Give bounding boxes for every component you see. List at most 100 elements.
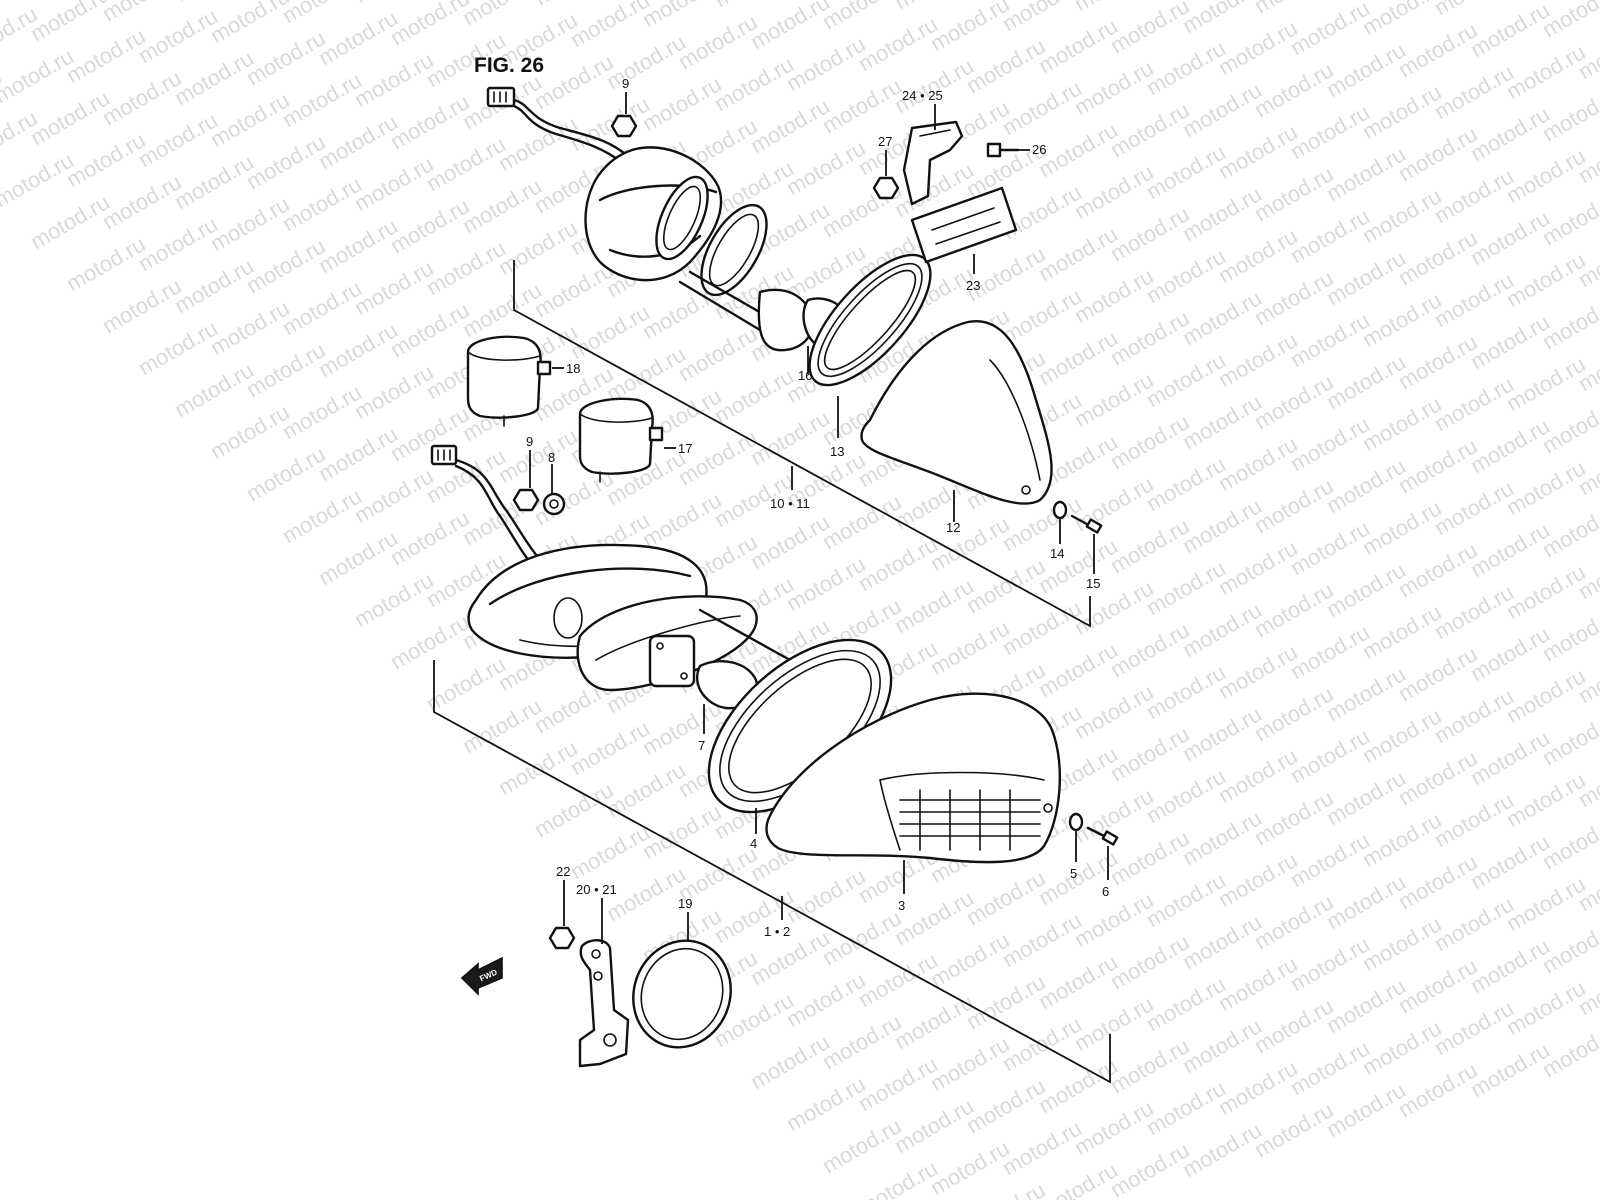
wire-connector-lower <box>430 444 548 574</box>
figure-title: FIG. 26 <box>474 54 544 77</box>
watermark-text: motod.ru <box>1142 555 1230 620</box>
watermark-text: motod.ru <box>1394 225 1482 290</box>
watermark-text: motod.ru <box>1430 59 1518 124</box>
callout-6: 6 <box>1102 884 1109 899</box>
watermark-text: motod.ru <box>386 505 474 570</box>
screw-6 <box>1086 826 1119 846</box>
watermark-text: motod.ru <box>62 231 150 296</box>
watermark-text: motod.ru <box>1394 17 1482 82</box>
watermark-text: motod.ru <box>1142 139 1230 204</box>
watermark-text: motod.ru <box>1322 245 1410 310</box>
watermark-text: motod.ru <box>782 135 870 200</box>
watermark-text: motod.ru <box>1106 97 1194 162</box>
watermark-text: motod.ru <box>530 465 618 530</box>
reflector-19 <box>632 939 732 1049</box>
callout-labels: 9 24 • 25 27 26 23 18 17 9 8 16 13 10 • … <box>526 76 1109 939</box>
watermark-text: motod.ru <box>1466 101 1554 166</box>
watermark-text: motod.ru <box>458 173 546 238</box>
nut-9-lower <box>512 488 540 512</box>
watermark-text: motod.ru <box>1394 953 1482 1018</box>
bracket-24-25 <box>902 120 964 206</box>
watermark-text: motod.ru <box>1466 933 1554 998</box>
watermark-text: motod.ru <box>350 359 438 424</box>
lens-3-texture <box>899 789 1041 851</box>
watermark-text: motod.ru <box>314 421 402 486</box>
bracket-20-21 <box>578 939 630 1068</box>
watermark-text: motod.ru <box>1106 0 1194 58</box>
watermark-text: motod.ru <box>818 489 906 554</box>
reflector-assembly <box>548 926 732 1068</box>
watermark-text: motod.ru <box>926 927 1014 992</box>
watermark-text: motod.ru <box>1070 471 1158 536</box>
watermark-text: motod.ru <box>242 337 330 402</box>
watermark-text: motod.ru <box>782 31 870 96</box>
watermark-text: motod.ru <box>638 0 726 32</box>
washer-5 <box>1068 812 1084 832</box>
watermark-text: motod.ru <box>890 989 978 1054</box>
watermark-text: motod.ru <box>1214 639 1302 704</box>
watermark-text: motod.ru <box>1430 0 1518 20</box>
watermark-text: motod.ru <box>530 777 618 842</box>
watermark-text: motod.ru <box>1466 1037 1554 1102</box>
watermark-text: motod.ru <box>1286 203 1374 268</box>
watermark-text: motod.ru <box>1394 121 1482 186</box>
watermark-text: motod.ru <box>386 401 474 466</box>
fwd-direction-badge: FWD <box>460 956 503 996</box>
watermark-text: motod.ru <box>98 273 186 338</box>
watermark-text: motod.ru <box>26 85 114 150</box>
watermark-text: motod.ru <box>1322 1077 1410 1142</box>
callout-20-21: 20 • 21 <box>576 882 617 897</box>
watermark-text: motod.ru <box>26 189 114 254</box>
watermark-text: motod.ru <box>1250 889 1338 954</box>
watermark-text: motod.ru <box>386 609 474 674</box>
watermark-text: motod.ru <box>170 45 258 110</box>
watermark-text: motod.ru <box>566 299 654 364</box>
watermark-text: motod.ru <box>1394 745 1482 810</box>
watermark-text: motod.ru <box>422 235 510 300</box>
watermark-text: motod.ru <box>1322 765 1410 830</box>
watermark-text: motod.ru <box>566 715 654 780</box>
watermark-text: motod.ru <box>494 735 582 800</box>
watermark-text: motod.ru <box>602 757 690 822</box>
watermark-text: motod.ru <box>1070 887 1158 952</box>
watermark-text: motod.ru <box>0 43 78 108</box>
watermark-text: motod.ru <box>278 379 366 444</box>
watermark-text: motod.ru <box>1430 371 1518 436</box>
watermark-text: motod.ru <box>1178 77 1266 142</box>
watermark-text: motod.ru <box>1466 725 1554 790</box>
watermark-text: motod.ru <box>1142 1075 1230 1140</box>
callout-19: 19 <box>678 896 692 911</box>
watermark-text: motod.ru <box>1358 807 1446 872</box>
watermark-text: motod.ru <box>1214 431 1302 496</box>
watermark-text: motod.ru <box>1142 971 1230 1036</box>
watermark-text: motod.ru <box>206 87 294 152</box>
watermark-text: motod.ru <box>890 53 978 118</box>
watermark-text: motod.ru <box>962 1177 1050 1200</box>
watermark-text: motod.ru <box>782 551 870 616</box>
watermark-text: motod.ru <box>1358 599 1446 664</box>
watermark-text: motod.ru <box>1250 265 1338 330</box>
watermark-text: motod.ru <box>1142 243 1230 308</box>
watermark-text: motod.ru <box>1178 493 1266 558</box>
watermark-text: motod.ru <box>1070 367 1158 432</box>
watermark-text: motod.ru <box>1070 55 1158 120</box>
front-turn-signal-assembly <box>430 444 1119 864</box>
watermark-text: motod.ru <box>998 0 1086 36</box>
watermark-text: motod.ru <box>602 29 690 94</box>
watermark-text: motod.ru <box>350 463 438 528</box>
watermark-text: motod.ru <box>1214 327 1302 392</box>
watermark-text: motod.ru <box>242 441 330 506</box>
callout-3: 3 <box>898 898 905 913</box>
watermark-text: motod.ru <box>1034 637 1122 702</box>
watermark-text: motod.ru <box>134 3 222 68</box>
watermark-text: motod.ru <box>1250 681 1338 746</box>
watermark-text: motod.ru <box>854 11 942 76</box>
watermark-text: motod.ru <box>1250 473 1338 538</box>
watermark-text: motod.ru <box>1070 1095 1158 1160</box>
watermark-text: motod.ru <box>818 905 906 970</box>
watermark-text: motod.ru <box>1466 0 1554 62</box>
nut-9-upper <box>610 114 638 138</box>
watermark-text: motod.ru <box>1286 99 1374 164</box>
watermark-text: motod.ru <box>746 509 834 574</box>
watermark-text: motod.ru <box>1430 787 1518 852</box>
